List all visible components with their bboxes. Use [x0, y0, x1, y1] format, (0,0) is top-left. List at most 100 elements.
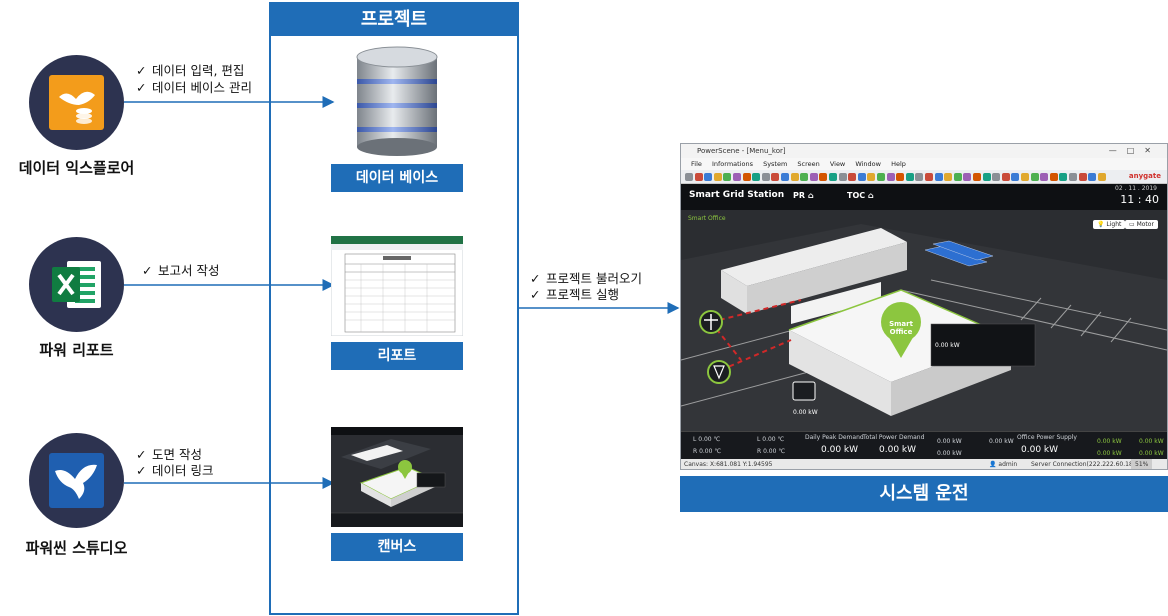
toolbar-button[interactable] — [857, 173, 866, 181]
toolbar-button[interactable] — [973, 173, 981, 181]
toolbar-button[interactable] — [819, 173, 828, 181]
toolbar-button[interactable] — [809, 173, 818, 181]
toolbar-button[interactable] — [905, 173, 914, 181]
toolbar-button[interactable] — [1078, 173, 1087, 181]
mini-reading: 0.00 kW — [1097, 450, 1122, 457]
toolbar-button[interactable] — [761, 173, 770, 181]
toolbar-button[interactable] — [896, 173, 905, 181]
note-text: 보고서 작성 — [158, 263, 220, 278]
mini-reading: 0.00 kW — [1097, 438, 1122, 445]
toolbar: anygate — [681, 170, 1167, 184]
app-title: Smart Grid Station — [689, 190, 785, 200]
tool-note: ✓데이터 링크 — [136, 463, 213, 479]
zoom-level[interactable]: 51% — [1131, 459, 1153, 469]
tool-note: ✓ 도면 작성 — [136, 447, 202, 463]
nav-toc[interactable]: TOC ⌂ — [847, 191, 874, 200]
toolbar-button[interactable] — [877, 173, 885, 181]
app-header: Smart Grid Station PR ⌂ TOC ⌂ 02 . 11 . … — [681, 184, 1167, 210]
motor-button[interactable]: ▭ Motor — [1125, 220, 1158, 229]
meter-reading: 0.00 kW — [793, 409, 818, 416]
mini-reading: 0.00 kW — [937, 438, 962, 445]
project-note: ✓프로젝트 실행 — [530, 287, 619, 303]
toolbar-button[interactable] — [800, 173, 809, 181]
check-icon: ✓ — [530, 271, 541, 286]
date-display: 02 . 11 . 2019 — [1115, 185, 1157, 192]
toolbar-button[interactable] — [915, 173, 924, 181]
toolbar-button[interactable] — [1021, 173, 1029, 181]
toolbar-button[interactable] — [752, 173, 761, 181]
powerscene-studio-badge — [29, 433, 124, 528]
module-label-database: 데이터 베이스 — [331, 164, 463, 192]
module-label-canvas: 캔버스 — [331, 533, 463, 561]
toolbar-button[interactable] — [790, 173, 799, 181]
module-label-report: 리포트 — [331, 342, 463, 370]
toolbar-button[interactable] — [992, 173, 1001, 181]
toolbar-button[interactable] — [867, 173, 876, 181]
report-thumbnail — [331, 236, 463, 336]
toolbar-button[interactable] — [694, 173, 703, 181]
note-text: 프로젝트 실행 — [546, 287, 619, 302]
toolbar-button[interactable] — [781, 173, 789, 181]
status-panel: L 0.00 ℃ R 0.00 ℃ L 0.00 ℃ R 0.00 ℃ Dail… — [681, 431, 1167, 459]
toolbar-button[interactable] — [1001, 173, 1010, 181]
total-power-value: 0.00 kW — [879, 445, 917, 455]
toolbar-button[interactable] — [934, 173, 943, 181]
light-button[interactable]: 💡 Light — [1093, 220, 1126, 229]
toolbar-button[interactable] — [925, 173, 933, 181]
total-power-label: Total Power Demand — [863, 434, 925, 441]
toolbar-button[interactable] — [704, 173, 713, 181]
brand-logo: anygate — [1128, 172, 1161, 180]
check-icon: ✓ — [136, 463, 147, 478]
canvas-thumbnail — [331, 427, 463, 527]
bird-icon — [49, 453, 104, 508]
office-supply-value: 0.00 kW — [1021, 445, 1059, 455]
toolbar-button[interactable] — [1069, 173, 1077, 181]
user-name: 👤 admin — [989, 461, 1018, 468]
window-controls: —□✕ — [1108, 146, 1161, 155]
daily-peak-label: Daily Peak Demand — [805, 434, 864, 441]
smart-office-marker[interactable]: Smart Office — [889, 320, 913, 336]
tool-label-data-explorer: 데이터 익스플로어 — [18, 159, 135, 177]
temp-label-l: L 0.00 ℃ — [693, 436, 721, 443]
menu-file[interactable]: File — [691, 160, 702, 168]
nav-pr[interactable]: PR ⌂ — [793, 191, 814, 200]
toolbar-button[interactable] — [848, 173, 857, 181]
office-supply-label: Office Power Supply — [1017, 434, 1077, 441]
toolbar-button[interactable] — [723, 173, 732, 181]
toolbar-button[interactable] — [829, 173, 837, 181]
menu-system[interactable]: System — [763, 160, 788, 168]
toolbar-button[interactable] — [1049, 173, 1058, 181]
toolbar-button[interactable] — [1088, 173, 1097, 181]
check-icon: ✓ — [136, 447, 147, 462]
toolbar-button[interactable] — [886, 173, 895, 181]
menu-window[interactable]: Window — [855, 160, 881, 168]
menu-informations[interactable]: Informations — [711, 160, 753, 168]
toolbar-button[interactable] — [838, 173, 847, 181]
menu-bar: File Informations System Screen View Win… — [681, 158, 1167, 170]
check-icon: ✓ — [136, 80, 147, 95]
menu-screen[interactable]: Screen — [797, 160, 820, 168]
tool-label-powerscene-studio: 파워씬 스튜디오 — [25, 539, 128, 557]
note-text: 도면 작성 — [152, 447, 202, 462]
toolbar-button[interactable] — [963, 173, 972, 181]
toolbar-button[interactable] — [733, 173, 741, 181]
powerscene-window: PowerScene - [Menu_kor] —□✕ File Informa… — [680, 143, 1168, 470]
toolbar-button[interactable] — [685, 173, 693, 181]
toolbar-button[interactable] — [982, 173, 991, 181]
mini-reading: 0.00 kW — [1139, 438, 1164, 445]
toolbar-button[interactable] — [713, 173, 722, 181]
toolbar-button[interactable] — [742, 173, 751, 181]
toolbar-button[interactable] — [944, 173, 953, 181]
menu-view[interactable]: View — [829, 160, 846, 168]
check-icon: ✓ — [136, 63, 147, 78]
toolbar-button[interactable] — [771, 173, 780, 181]
toolbar-button[interactable] — [1040, 173, 1049, 181]
menu-help[interactable]: Help — [891, 160, 906, 168]
tool-note: ✓보고서 작성 — [142, 263, 219, 279]
toolbar-button[interactable] — [953, 173, 962, 181]
site-3d-view — [681, 210, 1167, 436]
toolbar-button[interactable] — [1059, 173, 1068, 181]
toolbar-button[interactable] — [1097, 173, 1106, 181]
toolbar-button[interactable] — [1011, 173, 1020, 181]
toolbar-button[interactable] — [1030, 173, 1039, 181]
